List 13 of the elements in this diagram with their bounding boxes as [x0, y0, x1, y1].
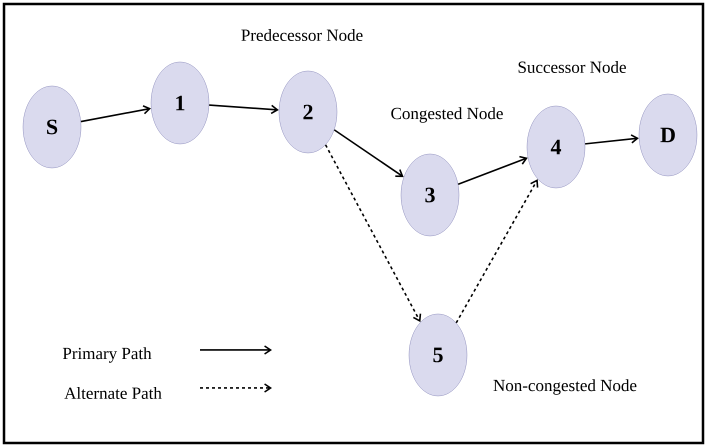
arrow [456, 179, 538, 324]
legend-label: Alternate Path [64, 387, 162, 399]
node-caption: Non-congested Node [494, 379, 636, 395]
arrow [458, 156, 528, 185]
arrow [209, 104, 279, 114]
arrow [334, 129, 404, 178]
arrow [80, 105, 152, 122]
arrow [324, 144, 422, 322]
node-caption: Successor Node [518, 61, 626, 73]
arrow [585, 134, 639, 145]
legend-label: Primary Path [62, 347, 152, 363]
node-caption: Congested Node [391, 107, 503, 123]
node-caption: Predecessor Node [241, 29, 363, 41]
